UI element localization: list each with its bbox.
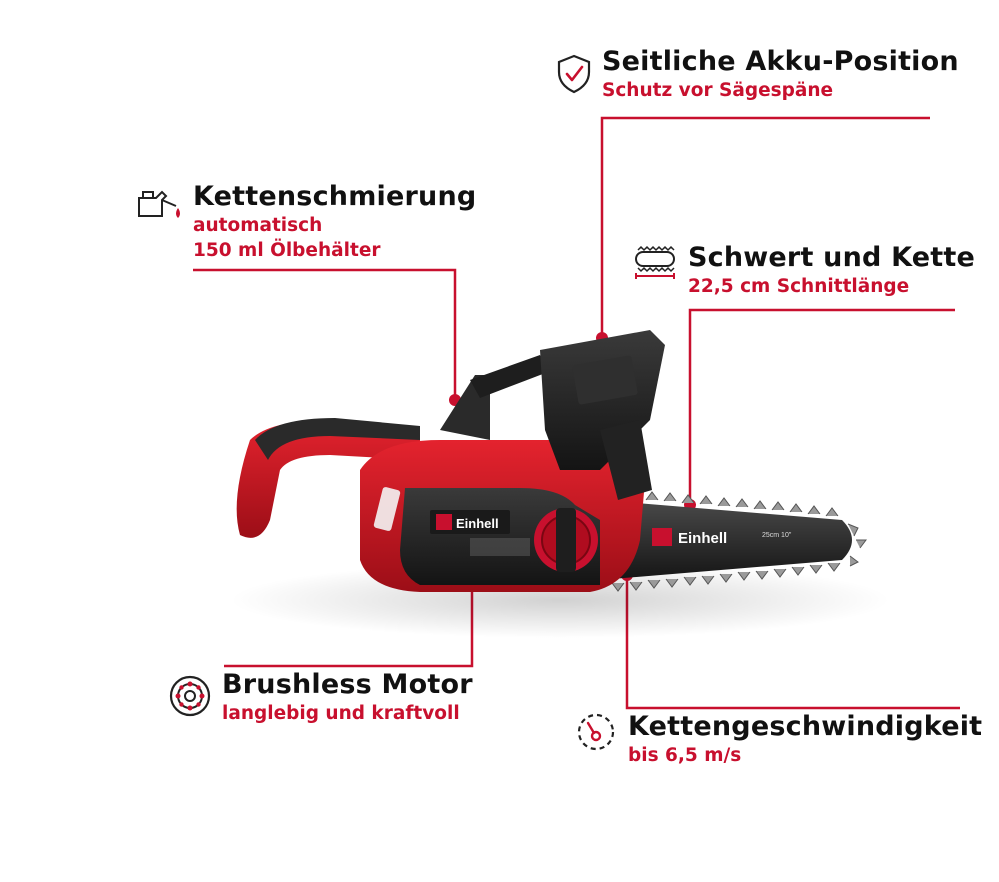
oil-can-icon xyxy=(136,186,184,224)
motor-icon xyxy=(168,674,212,722)
feature-motor-line-1: langlebig und kraftvoll xyxy=(222,703,460,724)
brand-label: Einhell xyxy=(456,516,499,531)
feature-schmierung: Kettenschmierung automatisch 150 ml Ölbe… xyxy=(193,181,476,263)
tension-knob xyxy=(534,508,598,572)
shield-check-icon xyxy=(556,54,592,98)
feature-akku: Seitliche Akku-Position Schutz vor Säges… xyxy=(602,46,959,103)
feature-motor-title: Brushless Motor xyxy=(222,669,473,700)
feature-schwert-title: Schwert und Kette xyxy=(688,242,976,273)
feature-schwert: Schwert und Kette 22,5 cm Schnittlänge xyxy=(688,242,975,299)
speedometer-icon xyxy=(576,712,616,756)
callout-line-akku xyxy=(600,116,930,338)
rear-handle xyxy=(236,420,420,538)
feature-schmierung-title: Kettenschmierung xyxy=(193,181,477,212)
feature-geschwindigkeit-line-1: bis 6,5 m/s xyxy=(628,745,742,766)
feature-akku-title: Seitliche Akku-Position xyxy=(602,46,959,77)
bar-length-marking: 25cm 10" xyxy=(762,532,792,539)
feature-geschwindigkeit-title: Kettengeschwindigkeit xyxy=(628,711,983,742)
chain-bar-icon xyxy=(632,244,678,284)
feature-schmierung-line-2: 150 ml Ölbehälter xyxy=(193,240,381,261)
guide-bar: Einhell 25cm 10" xyxy=(600,488,867,592)
callout-line-schmierung xyxy=(193,268,457,400)
feature-motor: Brushless Motor langlebig und kraftvoll xyxy=(222,669,473,726)
feature-geschwindigkeit: Kettengeschwindigkeit bis 6,5 m/s xyxy=(628,711,982,768)
feature-schmierung-line-1: automatisch xyxy=(193,215,323,236)
feature-schwert-line-1: 22,5 cm Schnittlänge xyxy=(688,276,910,297)
callout-line-schwert xyxy=(688,308,955,505)
bar-brand-label: Einhell xyxy=(678,530,727,547)
feature-akku-line-1: Schutz vor Sägespäne xyxy=(602,80,834,101)
